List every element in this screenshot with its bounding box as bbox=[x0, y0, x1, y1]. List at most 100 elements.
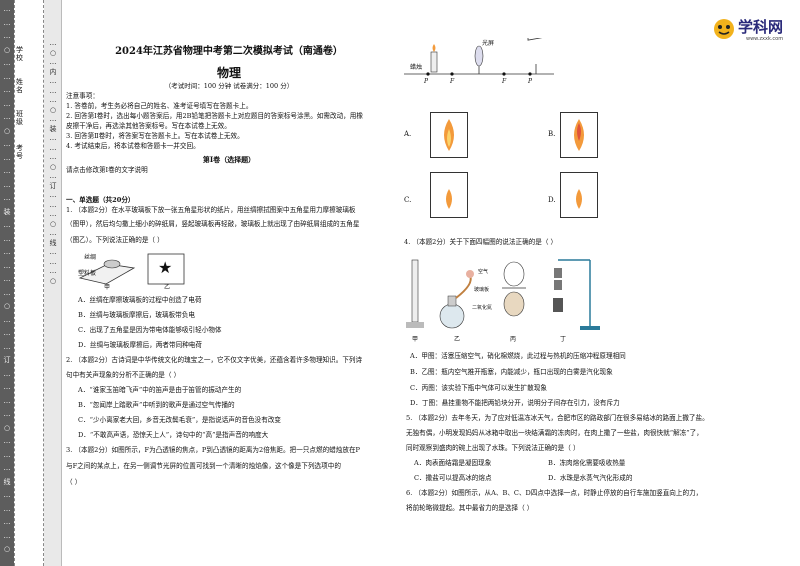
fig4-bing-label: 丙 bbox=[510, 336, 517, 343]
school-field-label: 学校 bbox=[16, 46, 23, 62]
q2-option-d: D．“不敢高声语，恐惊天上人”，诗句中的“高”是指声音的响度大 bbox=[78, 431, 269, 439]
q1-line-3: （图乙）。下列说法正确的是（ ） bbox=[66, 236, 164, 244]
q3-option-b-image bbox=[560, 112, 598, 158]
flame-upright-small-icon bbox=[446, 189, 452, 209]
seal-line-char: … bbox=[49, 153, 57, 161]
seal-line-char: … bbox=[3, 410, 11, 418]
seal-line-char: … bbox=[3, 59, 11, 67]
logo-url: www.zxxk.com bbox=[746, 36, 784, 42]
seal-line-char: 装 bbox=[49, 124, 57, 133]
seal-line-char: … bbox=[3, 140, 11, 148]
q3-option-c-label: C. bbox=[404, 196, 412, 204]
seal-line-char: … bbox=[3, 342, 11, 351]
q3-line-1: 3. （本题2分）如图所示，F为凸透镜的焦点，P到凸透镜的距离为2倍焦距。把一只… bbox=[66, 446, 360, 454]
class-field-label: 班级 bbox=[16, 110, 23, 126]
seal-line-char: … bbox=[3, 518, 11, 526]
seal-line-char: … bbox=[3, 504, 11, 513]
q4-option-a: A．甲图：活塞压缩空气，硝化棉燃烧，此过程与热机的压缩冲程原理相同 bbox=[410, 352, 626, 360]
q1-option-c: C．出现了五角星是因为带电体能够吸引轻小物体 bbox=[78, 326, 222, 334]
q1-figure: 丝绸 塑料板 ★ 甲 乙 bbox=[78, 250, 188, 291]
q1-option-d: D．丝绸与玻璃板摩擦后，两者带同种电荷 bbox=[78, 341, 202, 349]
seal-line-char: … bbox=[3, 491, 11, 499]
fig-jia-label: 甲 bbox=[104, 284, 111, 291]
fig4-yi-label: 乙 bbox=[454, 336, 461, 343]
note-3: 3. 回答第Ⅱ卷时，将答案写在答题卡上。写在本试卷上无效。 bbox=[66, 132, 244, 140]
seal-line-char: … bbox=[3, 383, 11, 391]
flame-inverted-small-icon bbox=[576, 189, 582, 209]
note-4: 4. 考试结束后，将本试卷和答题卡一并交回。 bbox=[66, 142, 200, 150]
seal-line-char: ○ bbox=[49, 219, 57, 228]
point-p-left: P bbox=[424, 78, 429, 85]
q6-line-1: 6. （本题2分）如图所示，从A、B、C、D四点中选择一点，时静止停放的自行车施… bbox=[406, 489, 703, 497]
seal-line-char: ○ bbox=[49, 48, 57, 57]
section-title: 一、单选题（共20分） bbox=[66, 196, 135, 204]
seal-line-char: … bbox=[49, 200, 57, 209]
q1-option-a: A．丝绸在摩擦玻璃板的过程中创造了电荷 bbox=[78, 296, 202, 304]
seal-line-char: ○ bbox=[3, 126, 11, 135]
seal-line-char: 线 bbox=[49, 238, 57, 247]
seal-line-char: … bbox=[3, 261, 11, 270]
glass-plate-label: 玻璃板 bbox=[474, 287, 490, 293]
seal-line-char: … bbox=[3, 167, 11, 175]
binding-margin-strip bbox=[14, 0, 44, 566]
flame-inverted-large-icon bbox=[574, 119, 584, 151]
air-label: 空气 bbox=[478, 269, 489, 275]
seal-line-char: … bbox=[3, 18, 11, 27]
seal-line-char: … bbox=[3, 153, 11, 162]
q2-option-c: C．“少小离家老大回，乡音无改鬓毛衰”，是指说话声的音色没有改变 bbox=[78, 416, 282, 424]
seal-line-char: … bbox=[49, 134, 57, 142]
seal-line-char: 线 bbox=[3, 477, 11, 486]
no2-label: 二氧化氮 bbox=[472, 305, 493, 311]
seal-line-char: … bbox=[49, 115, 57, 123]
q5-option-a: A．肉表面结霜是凝固现象 bbox=[414, 459, 492, 467]
q5-line-1: 5. （本题2分）去年冬天，为了应对低温冻冰天气，合肥市区的路政部门在很多易结冰… bbox=[406, 414, 709, 422]
seal-line-char: ○ bbox=[3, 302, 11, 310]
seal-line-char: … bbox=[3, 329, 11, 337]
xueke-logo: 学科网 www.zxxk.com bbox=[712, 14, 796, 44]
notes-heading: 注意事项： bbox=[66, 92, 99, 100]
q6-line-2: 将前轮略微提起。其中最省力的是选择（ ） bbox=[406, 504, 534, 512]
fig-yi-label: 乙 bbox=[164, 284, 171, 291]
seal-line-char: … bbox=[3, 113, 11, 121]
seal-line-char: ○ bbox=[3, 45, 11, 54]
seal-line-char: … bbox=[49, 96, 57, 104]
q3-option-d-image bbox=[560, 172, 598, 218]
seal-line-char: … bbox=[3, 288, 11, 297]
point-p-right: P bbox=[528, 78, 533, 85]
q4-option-b: B．乙图：瓶内空气推开瓶塞，内能减少，瓶口出现的白雾是汽化现象 bbox=[410, 368, 613, 376]
q1-line-1: 1. （本题2分）在水平玻璃板下放一张五角星形状的纸片，用丝绸擦拭图案中五角星用… bbox=[66, 206, 356, 214]
q4-option-d: D．丁图：悬挂重物不能把两铅块分开，说明分子间存在引力，没有斥力 bbox=[410, 399, 620, 407]
q5-line-2: 无独有偶，小明发现妈妈从冰箱中取出一块结满霜的冻肉时，在肉上撒了一些盐，肉很快就… bbox=[406, 429, 703, 437]
seal-line-char: … bbox=[49, 191, 57, 199]
seal-line-char: … bbox=[3, 72, 11, 81]
q4-option-c: C．丙图：该实验下瓶中气体可以发生扩散现象 bbox=[410, 384, 547, 392]
seal-line-char: ○ bbox=[3, 423, 11, 432]
seal-line-char: ○ bbox=[3, 545, 11, 553]
candle-label: 蜡烛 bbox=[410, 64, 423, 71]
q5-option-d: D．水珠是水蒸气汽化形成的 bbox=[548, 474, 633, 482]
q3-option-a-label: A. bbox=[404, 130, 412, 138]
seal-line-char: … bbox=[3, 464, 11, 472]
logo-face-icon bbox=[714, 19, 734, 39]
q3-option-b-label: B. bbox=[548, 130, 556, 138]
seal-line-char: … bbox=[49, 172, 57, 180]
seal-line-char: … bbox=[3, 396, 11, 405]
silk-label: 丝绸 bbox=[84, 254, 97, 261]
q1-option-b: B．丝绸与玻璃板摩擦后，玻璃板带负电 bbox=[78, 311, 195, 319]
note-2: 2. 回答第Ⅰ卷时，选出每小题答案后，用2B铅笔把答题卡上对应题目的答案标号涂黑… bbox=[66, 112, 363, 120]
screen-label: 光屏 bbox=[482, 40, 495, 47]
exam-title: 2024年江苏省物理中考第二次模拟考试（南通卷） bbox=[115, 46, 343, 57]
q2-line-2: 句中有关声现象的分析不正确的是（ ） bbox=[66, 371, 181, 379]
seal-line-char: … bbox=[3, 5, 11, 13]
seal-line-char: … bbox=[3, 248, 11, 256]
star-icon: ★ bbox=[158, 258, 173, 277]
seal-line-char: ○ bbox=[49, 162, 57, 171]
seal-line-char: 装 bbox=[3, 207, 11, 216]
seal-line-char: ○ bbox=[49, 105, 57, 114]
q3-line-2: 与F之间的某点上，在另一侧调节光屏的位置可找到一个清晰的烛焰像，这个像是下列选项… bbox=[66, 462, 341, 470]
plastic-label: 塑料板 bbox=[78, 270, 97, 277]
seal-line-char: … bbox=[3, 369, 11, 378]
q3-option-c-image bbox=[430, 172, 468, 218]
seal-line-char: … bbox=[49, 143, 57, 152]
seal-line-char: … bbox=[49, 86, 57, 95]
